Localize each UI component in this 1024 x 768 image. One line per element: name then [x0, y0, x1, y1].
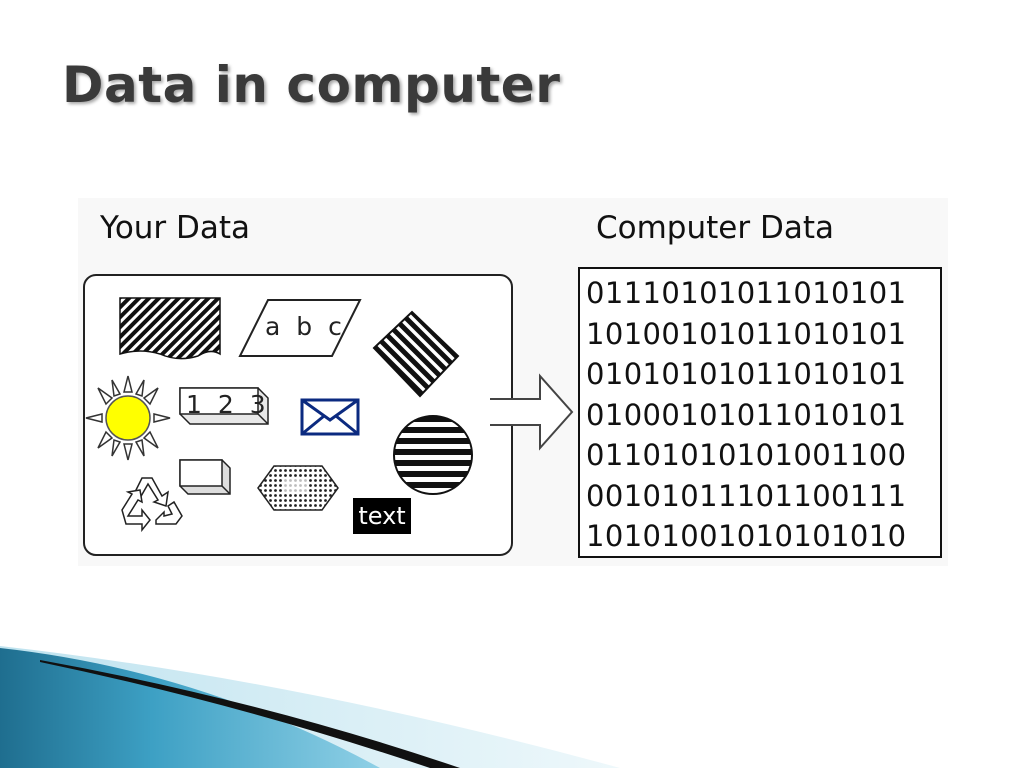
numbers-label: 1 2 3: [186, 390, 270, 419]
binary-line: 10101001010101010: [586, 519, 907, 553]
text-chip: text: [353, 498, 411, 534]
envelope-icon: [300, 398, 360, 436]
footer-swoosh: [0, 646, 620, 768]
recycle-icon: [121, 477, 183, 533]
binary-line: 10100101011010101: [586, 316, 907, 351]
numbers-box: [179, 387, 269, 425]
dotted-hexagon: [257, 465, 339, 511]
striped-circle: [393, 415, 473, 495]
slide-title: Data in computer: [62, 56, 561, 114]
binary-line: 01010101011010101: [586, 357, 907, 391]
binary-line: 01110101011010101: [586, 276, 907, 310]
your-data-heading: Your Data: [100, 210, 251, 246]
abc-label: a b c: [265, 312, 346, 341]
arrow-right: [490, 373, 574, 451]
hatched-shape: [119, 297, 221, 360]
figure-graphics: [83, 274, 574, 556]
binary-line: 00101011101100111: [586, 478, 907, 513]
sun-icon: [85, 375, 171, 461]
small-cube: [179, 459, 231, 495]
computer-data-heading: Computer Data: [596, 210, 834, 246]
binary-data-box: 01110101011010101 10100101011010101 0101…: [578, 267, 942, 558]
abc-parallelogram: [238, 299, 362, 357]
data-figure: Your Data Computer Data a b c 1 2 3 text…: [78, 198, 948, 566]
binary-line: 01000101011010101: [586, 397, 907, 432]
binary-line: 01101010101001100: [586, 438, 907, 472]
